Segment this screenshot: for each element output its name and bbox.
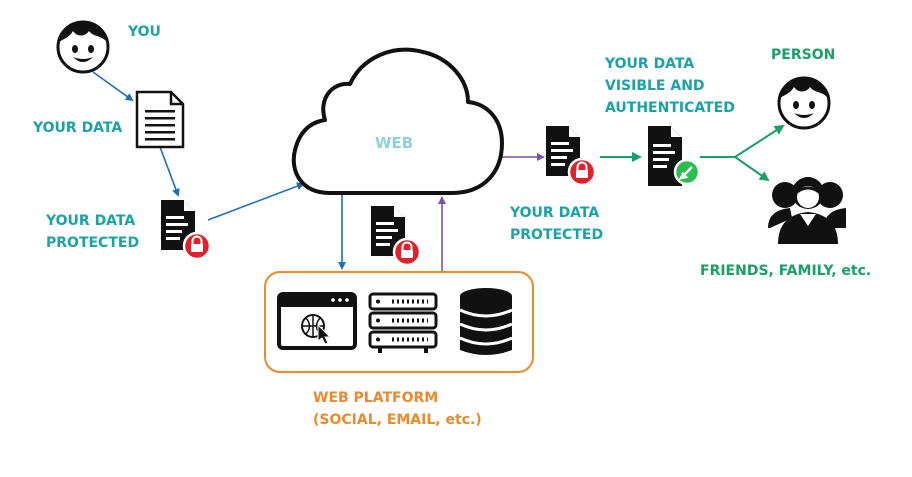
server-rack-icon: [368, 292, 438, 353]
cloud-icon: [291, 47, 504, 195]
locked-document-icon: [159, 198, 212, 261]
database-icon: [459, 288, 513, 355]
user-face-icon: [56, 19, 110, 74]
web-label: WEB: [375, 134, 414, 152]
person-label: PERSON: [771, 47, 836, 63]
web-platform-box: [264, 271, 534, 373]
verified-document-icon: [648, 126, 701, 186]
visible-label-line3: AUTHENTICATED: [605, 100, 735, 116]
locked-document-icon: [369, 204, 422, 267]
visible-label-line1: YOUR DATA: [605, 56, 695, 72]
locked-document-icon: [544, 124, 597, 187]
arrow-protected-to-web: [207, 182, 305, 221]
web-platform-label-line2: (SOCIAL, EMAIL, etc.): [313, 412, 482, 428]
your-data-label: YOUR DATA: [33, 120, 123, 136]
protected-right-line1: YOUR DATA: [510, 205, 600, 221]
protected-label-line1: YOUR DATA: [46, 213, 136, 229]
group-icon: [768, 177, 846, 244]
protected-label-line2: PROTECTED: [46, 235, 140, 251]
you-label: YOU: [128, 24, 161, 40]
browser-window-icon: [277, 292, 357, 350]
arrow-data-to-protected: [159, 146, 180, 197]
friends-family-label: FRIENDS, FAMILY, etc.: [700, 263, 872, 279]
arrow-to-group: [734, 156, 770, 182]
visible-label-line2: VISIBLE AND: [605, 78, 705, 94]
document-icon: [135, 90, 185, 149]
protected-right-line2: PROTECTED: [510, 227, 604, 243]
user-face-icon: [777, 75, 831, 130]
arrow-you-to-data: [92, 71, 134, 102]
web-platform-label-line1: WEB PLATFORM: [313, 390, 439, 406]
arrow-to-person: [700, 124, 785, 158]
